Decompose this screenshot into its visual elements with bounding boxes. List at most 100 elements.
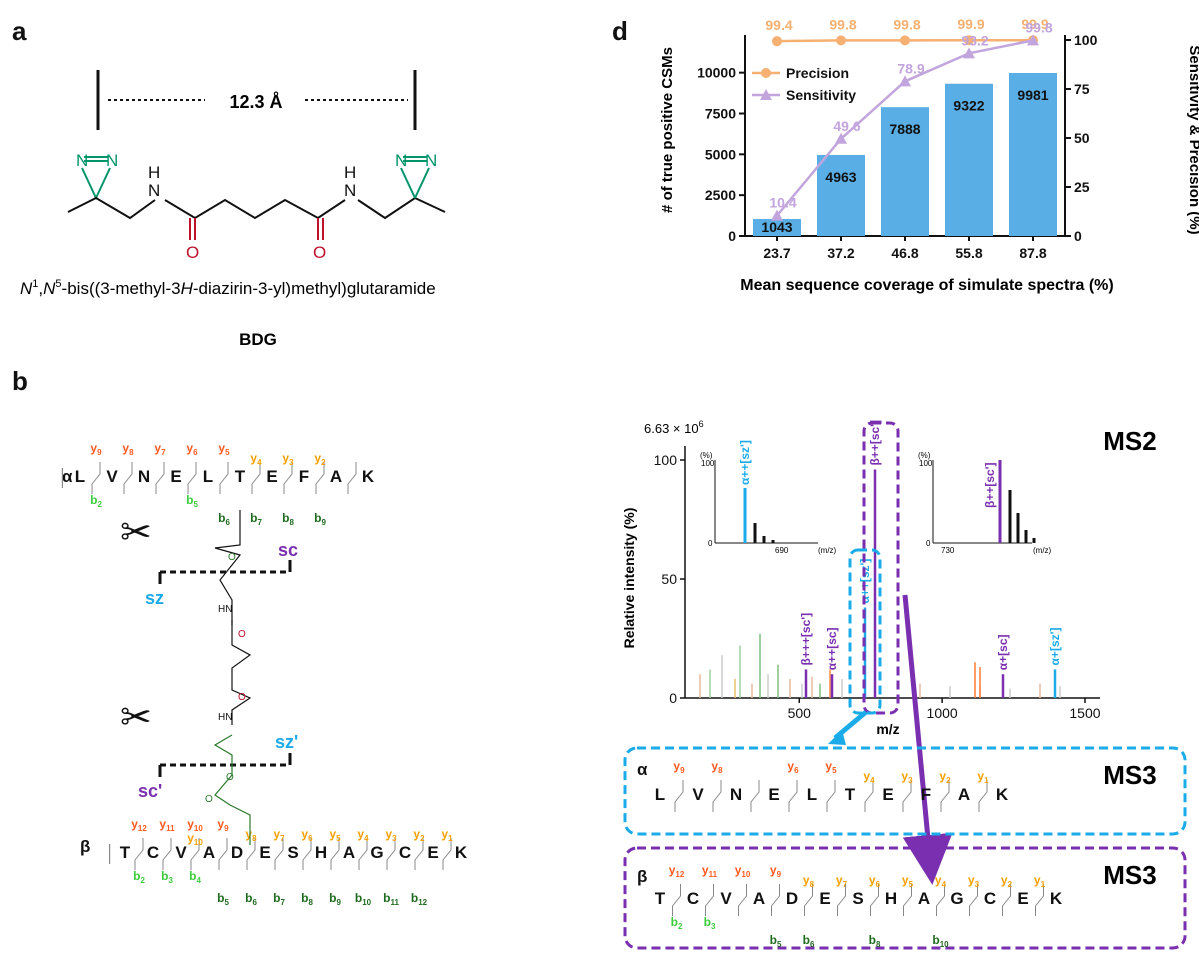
chart-right-tick-label: 0	[1074, 228, 1082, 244]
b-ion-label: b6	[218, 511, 230, 527]
inset-beta-ytick: 100	[919, 459, 933, 468]
sz-label: sz	[145, 588, 164, 608]
chart-bar	[753, 218, 801, 236]
ms2-peak-label: β+++[sc']	[799, 613, 813, 666]
chart-right-tick-label: 75	[1074, 81, 1090, 97]
chart-y-tick-label: 0	[728, 228, 736, 244]
b-ion-label: b5	[217, 891, 229, 907]
legend-label-precision: Precision	[786, 65, 849, 81]
cleavage-bond	[864, 780, 874, 812]
cleavage-bond	[386, 838, 396, 870]
cleavage-bond	[771, 884, 780, 916]
y-ion-label: y5	[902, 873, 914, 889]
chart-right-axis-label: Sensitivity & Precision (%)	[1186, 45, 1199, 234]
residue: L	[75, 467, 85, 486]
chart-x-tick-label: 87.8	[1019, 245, 1046, 261]
bdg-structure: 12.3 Å N N N H O O N H N N	[67, 70, 446, 262]
y-ion-label: y10	[735, 863, 751, 879]
amide-h-left: H	[148, 163, 160, 182]
residue: E	[266, 467, 277, 486]
residue: D	[786, 889, 798, 908]
diazirine-n-left-1: N	[76, 151, 88, 170]
chart-point-precision	[900, 35, 910, 46]
ms2-x-tick-label: 1500	[1069, 705, 1100, 721]
y-ion-label: y10	[187, 817, 203, 833]
cleavage-bond	[283, 462, 293, 494]
residue: E	[768, 785, 779, 804]
cleavage-bond	[978, 780, 988, 812]
cleavage-bond	[274, 838, 284, 870]
y-ion-label: y2	[314, 451, 326, 467]
residue: A	[958, 785, 970, 804]
y-ion-label: y1	[1034, 873, 1046, 889]
residue: K	[455, 843, 468, 862]
y-ion-label: y5	[329, 827, 341, 843]
linker-o-mid-2: O	[238, 692, 246, 703]
ms2-peak-label: α+[sc]	[996, 634, 1010, 670]
ms2-title: MS2	[1103, 426, 1156, 456]
sc-label: sc	[278, 540, 298, 560]
y-ion-label: y11	[159, 817, 175, 833]
chart-point-sensitivity	[835, 132, 847, 144]
residue: V	[692, 785, 704, 804]
y-ion-label: y4	[357, 827, 369, 843]
residue: C	[984, 889, 996, 908]
cleavage-bond	[358, 838, 368, 870]
residue: V	[106, 467, 118, 486]
linker-hn-bottom: HN	[218, 712, 232, 723]
chart-bar-value-label: 9322	[953, 98, 984, 114]
cleavage-bond	[123, 462, 133, 494]
residue: E	[427, 843, 438, 862]
residue: E	[819, 889, 830, 908]
bdg-abbreviation: BDG	[239, 330, 277, 349]
residue: C	[399, 843, 411, 862]
y-ion-label: y1	[977, 769, 989, 785]
chart-x-tick-label: 23.7	[763, 245, 790, 261]
inset-alpha-unit: (%)	[700, 451, 713, 460]
residue: F	[299, 467, 309, 486]
inset-alpha-xtick: 690	[775, 546, 789, 555]
residue: E	[1017, 889, 1028, 908]
residue: E	[259, 843, 270, 862]
ms3-beta-box	[623, 846, 1187, 950]
y-ion-label-extra: y10	[187, 831, 203, 847]
residue: F	[921, 785, 931, 804]
cleavage-bond	[347, 462, 357, 494]
b-ion-label: b9	[329, 891, 341, 907]
residue: H	[315, 843, 327, 862]
y-ion-label: y4	[250, 451, 262, 467]
chart-point-label-precision: 99.8	[893, 16, 920, 32]
panel-d-letter: d	[612, 16, 628, 46]
diazirine-n-right-1: N	[395, 151, 407, 170]
cleavage-bond	[187, 462, 197, 494]
inset-alpha-ytick: 100	[701, 459, 715, 468]
residue: D	[231, 843, 243, 862]
cleavage-bond	[219, 462, 229, 494]
linker-o-bottom-1: O	[226, 772, 234, 783]
chart-point-label-precision: 99.4	[765, 17, 792, 33]
b-ion-label: b7	[250, 511, 262, 527]
cleavage-bond	[804, 884, 813, 916]
diazirine-n-right-2: N	[425, 151, 437, 170]
chart-x-tick-label: 46.8	[891, 245, 918, 261]
carbonyl-o-right: O	[313, 243, 326, 262]
ms2-intensity: 6.63 × 106	[644, 419, 704, 436]
b-ion-label: b2	[90, 493, 102, 509]
residue: E	[882, 785, 893, 804]
b-ion-label: b3	[161, 869, 173, 885]
residue: A	[753, 889, 765, 908]
residue: T	[235, 467, 246, 486]
ms2-y-tick-label: 100	[654, 452, 678, 468]
ms2-peak-label: β++[sc']	[868, 420, 882, 466]
ms2-x-tick-label: 1000	[927, 705, 958, 721]
amide-h-right: H	[344, 163, 356, 182]
y-ion-label: y2	[1001, 873, 1013, 889]
y-ion-label: y6	[186, 441, 198, 457]
residue: A	[918, 889, 930, 908]
b-ion-label: b3	[704, 915, 716, 931]
ms2-y-tick-label: 50	[661, 571, 677, 587]
linker-o-bottom-2: O	[205, 794, 213, 805]
y-ion-label: y8	[803, 873, 815, 889]
scissors-icon-bottom: ✂	[120, 697, 152, 739]
